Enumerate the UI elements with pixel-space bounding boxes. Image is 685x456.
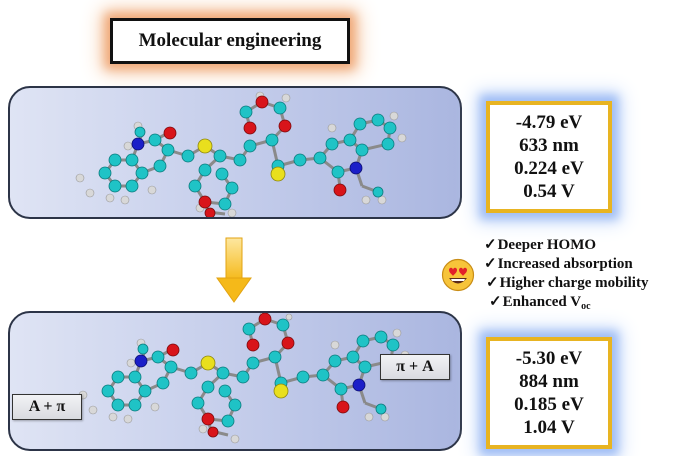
check-mark-icon: ✓ [486, 275, 499, 291]
top-molecule-structure [75, 91, 407, 217]
bottom-properties-box: -5.30 eV 884 nm 0.185 eV 1.04 V [486, 337, 612, 449]
pi-acceptor-label: π + A [380, 354, 450, 380]
improvement-item: ✓Higher charge mobility [486, 275, 649, 291]
improvement-item: ✓Increased absorption [484, 256, 633, 272]
bottom-molecule-structure [78, 313, 410, 444]
check-mark-icon: ✓ [484, 256, 497, 272]
title-box: Molecular engineering [110, 18, 350, 64]
diagram-title: Molecular engineering [138, 30, 322, 51]
bottom-energy-value: 0.185 eV [514, 394, 584, 415]
bottom-homo-value: -5.30 eV [515, 348, 583, 369]
top-molecule-panel [8, 86, 462, 219]
check-mark-icon: ✓ [484, 237, 497, 253]
improvement-item: ✓Enhanced Voc [489, 294, 591, 312]
down-arrow-icon [216, 237, 252, 303]
bottom-absorption-value: 884 nm [519, 371, 579, 392]
top-homo-value: -4.79 eV [515, 112, 583, 133]
top-properties-box: -4.79 eV 633 nm 0.224 eV 0.54 V [486, 101, 612, 213]
top-absorption-value: 633 nm [519, 135, 579, 156]
acceptor-pi-label: A + π [12, 394, 82, 420]
top-energy-value: 0.224 eV [514, 158, 584, 179]
check-mark-icon: ✓ [489, 294, 502, 310]
bottom-molecule-panel [8, 311, 462, 451]
improvements-list: ✓Deeper HOMO ✓Increased absorption ✓High… [484, 236, 648, 316]
bottom-voc-value: 1.04 V [523, 417, 575, 438]
improvement-item: ✓Deeper HOMO [484, 237, 597, 253]
top-voc-value: 0.54 V [523, 181, 575, 202]
heart-eyes-emoji-icon [441, 258, 475, 292]
